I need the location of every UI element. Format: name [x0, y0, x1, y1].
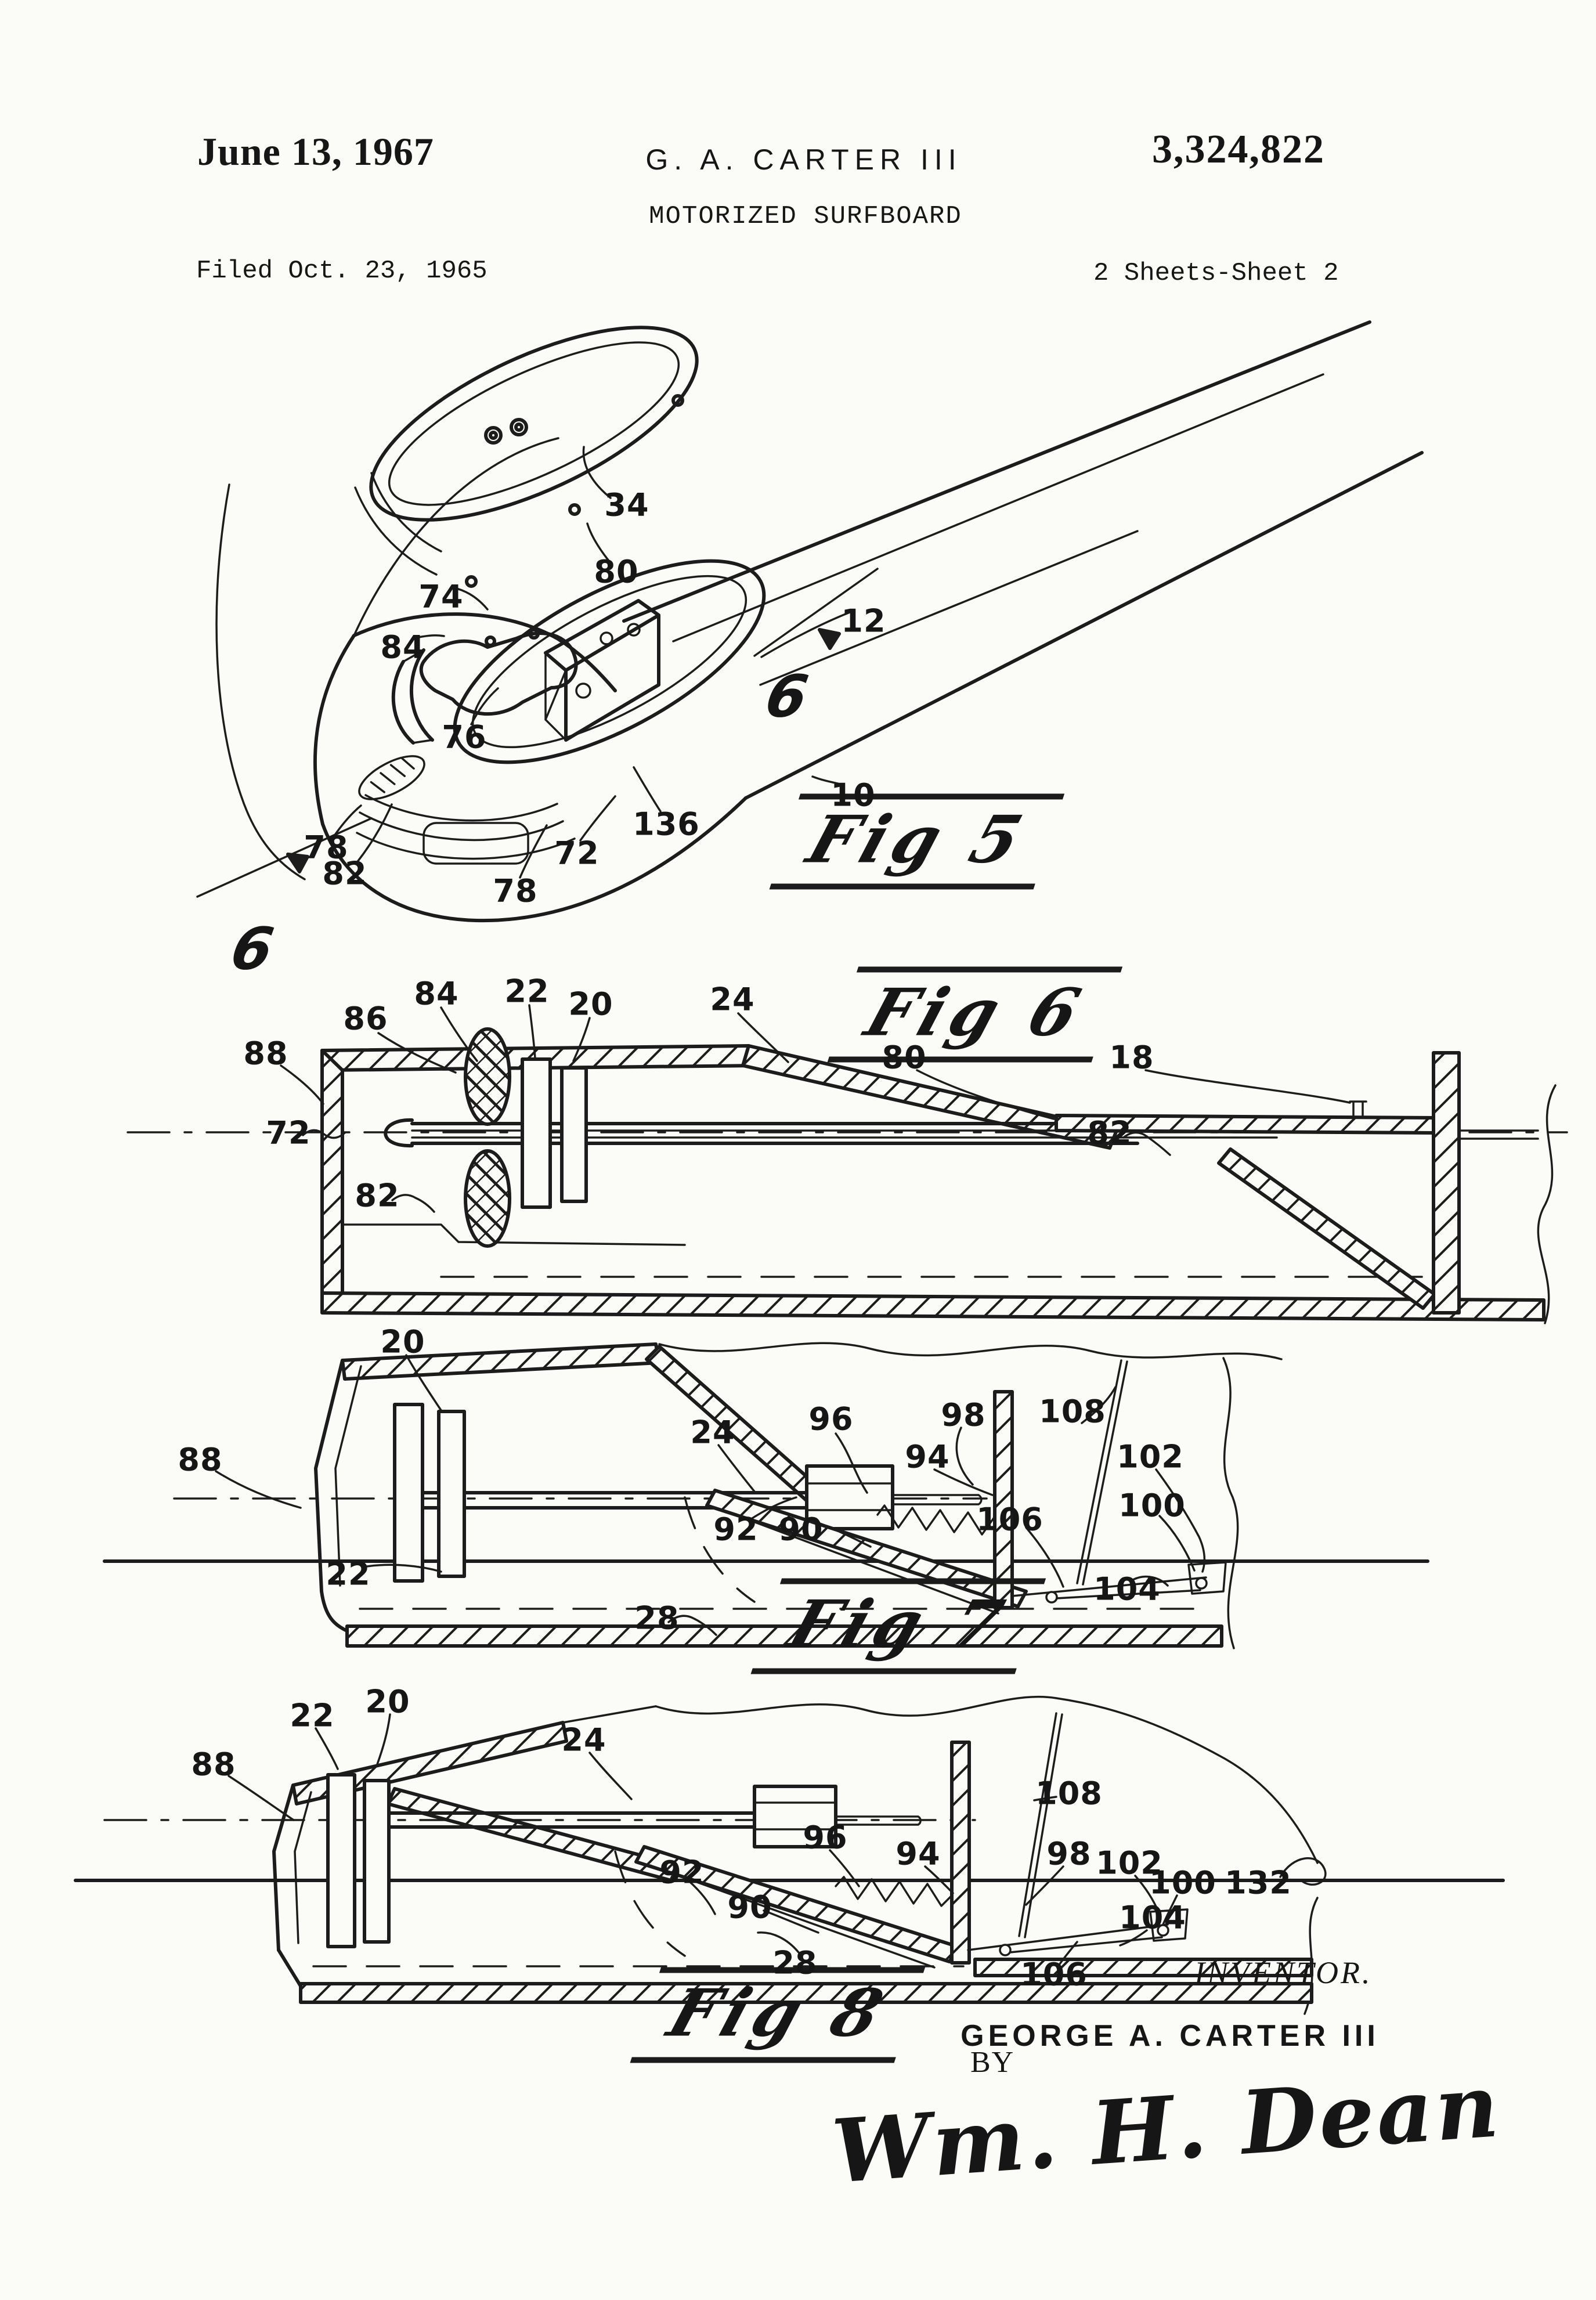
figure-6-section-view	[127, 1004, 1568, 1324]
sheet-count: 2 Sheets-Sheet 2	[1093, 259, 1339, 288]
inventor-label: INVENTOR.	[1194, 1955, 1373, 1990]
by-label: BY	[970, 2046, 1015, 2079]
fig6-caption: Fig 6	[827, 966, 1123, 1063]
fig8-caption: Fig 8	[630, 1967, 926, 2063]
fig7-caption: Fig 7	[750, 1578, 1046, 1674]
fig5-caption: Fig 5	[769, 793, 1065, 890]
patent-title: MOTORIZED SURFBOARD	[649, 202, 962, 231]
figure-5-exploded-view	[196, 320, 1424, 923]
filed-date: Filed Oct. 23, 1965	[196, 257, 488, 286]
inventor-short: G. A. CARTER III	[645, 143, 962, 176]
figure-8-section-view	[74, 1695, 1505, 2015]
inventor-name: GEORGE A. CARTER III	[961, 2019, 1380, 2053]
issue-date: June 13, 1967	[197, 129, 434, 174]
patent-number: 3,324,822	[1152, 127, 1325, 172]
figure-7-section-view	[103, 1342, 1429, 1649]
